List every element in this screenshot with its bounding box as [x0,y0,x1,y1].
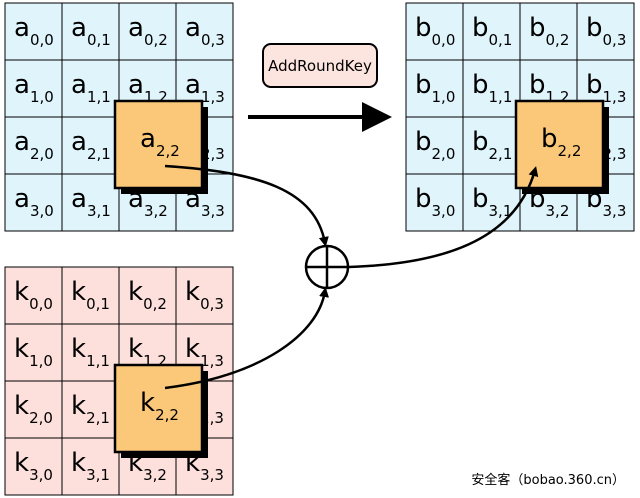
matrix-b-cell-label: b1,0 [415,70,455,106]
matrix-k-cell [61,380,120,439]
matrix-a-cell-label: a0,2 [128,13,168,49]
transform-arrow [248,102,392,132]
matrix-k-cell-label: k0,1 [71,277,110,313]
matrix-k-cell-label: k0,0 [14,277,53,313]
operation-label: AddRoundKey [268,57,372,75]
watermark: 安全客（bobao.360.cn） [471,472,625,488]
matrix-a-cell-label: a2,1 [71,127,111,163]
matrix-b-cell-label: b2,1 [472,127,512,163]
connector-k-to-xor [164,287,329,390]
matrix-k-cell-label: k3,0 [14,448,53,484]
xor-icon [304,244,350,290]
matrix-b-cell-label: b0,1 [472,13,512,49]
matrix-k-cell [61,437,120,496]
highlight-a-cell [113,99,204,190]
matrix-k-cell-label: k2,0 [14,391,53,427]
matrix-a-cell [118,2,177,61]
matrix-k-cell [4,380,63,439]
matrix-k-cell-label: k3,1 [71,448,110,484]
matrix-k-cell [175,266,234,325]
matrix-b-cell-label: b3,1 [472,184,512,220]
matrix-a-cell-label: a2,0 [14,127,54,163]
matrix-a-cell-label: a0,3 [185,13,225,49]
matrix-k-cell-label: k0,3 [185,277,224,313]
matrix-b-cell-label: b3,0 [415,184,455,220]
matrix-k-cell [4,437,63,496]
matrix-a-cell-label: a1,3 [185,70,225,106]
matrix-k-cell [61,323,120,382]
matrix-a-cell [61,59,120,118]
matrix-k-cell [118,266,177,325]
matrix-b-cell-label: b2,0 [415,127,455,163]
matrix-a-cell-label: a0,0 [14,13,54,49]
matrix-b-cell [405,59,464,118]
matrix-k-cell-label: k1,0 [14,334,53,370]
highlight-a-label: a2,2 [140,124,180,160]
matrix-k-cell [4,323,63,382]
matrix-b-cell-label: b1,1 [472,70,512,106]
matrix-k-cell-label: k1,3 [185,334,224,370]
matrix-a-cell [175,2,234,61]
matrix-a-cell-label: a0,1 [71,13,111,49]
connector-a-to-xor [164,164,329,247]
matrix-k-cell-label: k1,1 [71,334,110,370]
matrix-k-cell-label: k2,1 [71,391,110,427]
matrix-a-cell-label: a1,1 [71,70,111,106]
highlight-k-cell [113,363,204,454]
matrix-k-cell [4,266,63,325]
matrix-b-cell [405,2,464,61]
matrix-b-cell-label: b0,0 [415,13,455,49]
matrix-a-cell-label: a3,0 [14,184,54,220]
matrix-a-cell-label: a3,1 [71,184,111,220]
matrix-a-cell-label: a1,0 [14,70,54,106]
highlight-k-label: k2,2 [140,388,179,424]
matrix-k-cell [61,266,120,325]
matrix-a-cell [4,59,63,118]
connector-xor-to-b [348,166,539,269]
matrix-b-cell-label: b0,3 [586,13,626,49]
highlight-b-label: b2,2 [541,124,581,160]
operation-label-box: AddRoundKey [262,43,378,88]
matrix-k-cell-label: k0,2 [128,277,167,313]
matrix-b-cell-label: b0,2 [529,13,569,49]
matrix-b-cell [576,2,635,61]
matrix-b-cell [405,173,464,232]
matrix-a-cell [4,2,63,61]
matrix-b-cell-label: b1,3 [586,70,626,106]
